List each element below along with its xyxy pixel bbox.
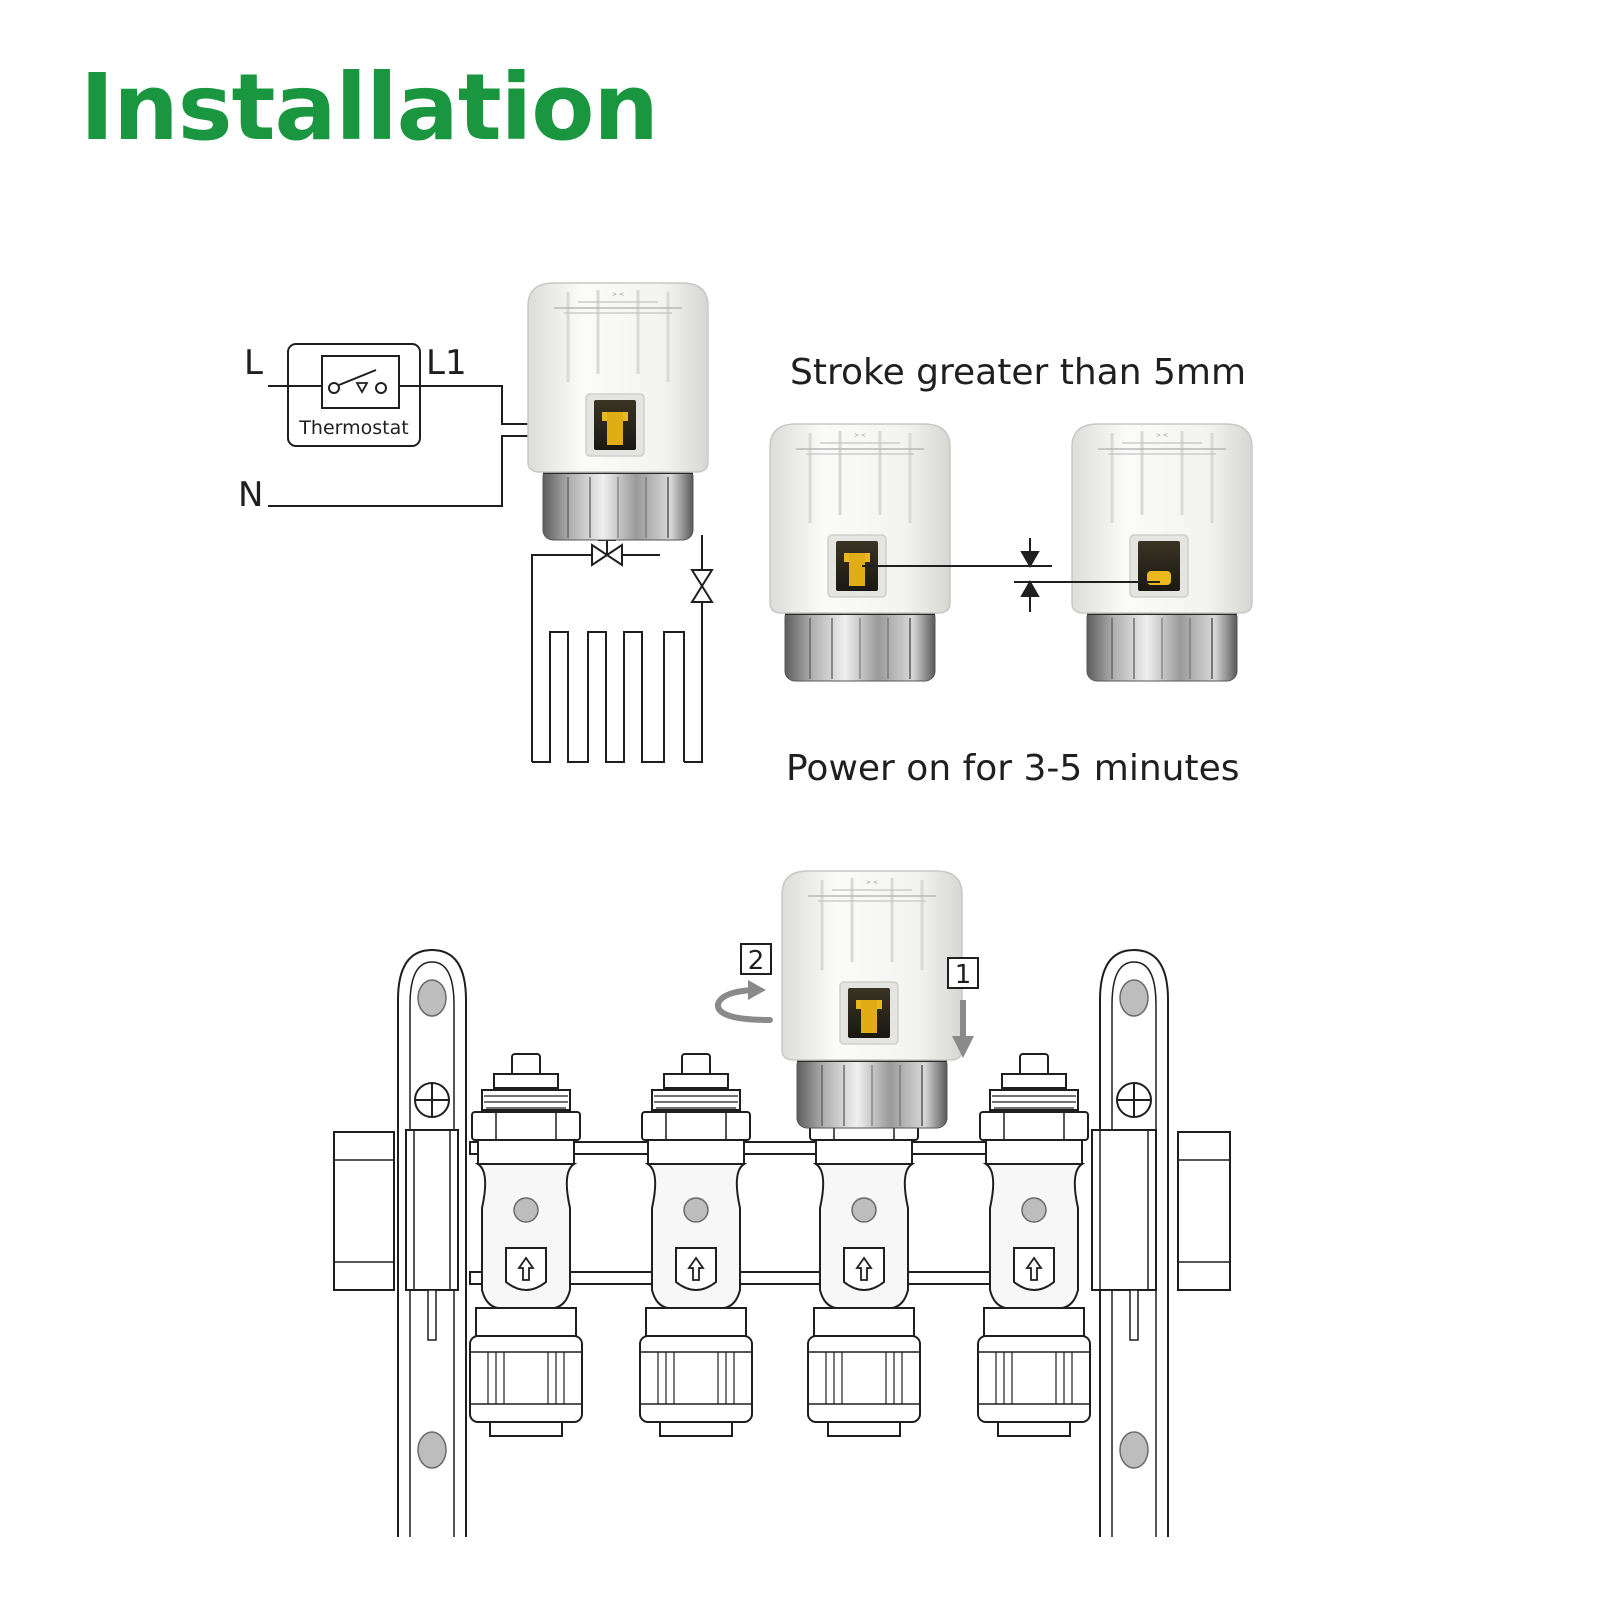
manifold-assembly <box>333 948 1231 1537</box>
step-2-label: 2 <box>748 946 765 976</box>
actuator-mounting <box>780 869 964 1130</box>
arrow-up-icon <box>1020 579 1040 597</box>
thermostat-box: Thermostat <box>287 343 421 447</box>
left-mounting-bracket <box>397 948 467 1537</box>
stroke-dimension <box>862 538 1160 612</box>
thermostat-label: Thermostat <box>298 417 408 439</box>
manifold-valve-4 <box>977 1053 1091 1437</box>
page-title: Installation <box>80 54 659 161</box>
power-on-caption: Power on for 3-5 minutes <box>786 748 1240 789</box>
line-label: L <box>244 343 263 383</box>
step-2-marker: 2 <box>715 943 773 1023</box>
right-end-fitting <box>1177 1131 1231 1291</box>
arrow-down-icon <box>1020 551 1040 569</box>
actuator-closed <box>768 422 952 683</box>
neutral-label: N <box>238 475 263 515</box>
step-1-marker: 1 <box>947 957 979 1058</box>
rotate-arrow-icon <box>715 987 773 1023</box>
valve-symbol <box>690 569 714 603</box>
actuator-wired <box>526 281 710 542</box>
heating-loop-schematic <box>531 535 714 763</box>
step-1-label: 1 <box>955 960 972 990</box>
left-end-fitting <box>333 1131 395 1291</box>
manifold-valve-2 <box>639 1053 753 1437</box>
right-mounting-bracket <box>1091 948 1169 1537</box>
load-label: L1 <box>426 343 467 383</box>
underfloor-pipe-coil <box>532 631 685 763</box>
stroke-caption: Stroke greater than 5mm <box>790 352 1247 393</box>
switch-icon <box>321 355 400 409</box>
actuator-open <box>1070 422 1254 683</box>
wiring-diagram: L L1 N Thermostat <box>238 343 528 515</box>
manifold-valve-1 <box>469 1053 583 1437</box>
